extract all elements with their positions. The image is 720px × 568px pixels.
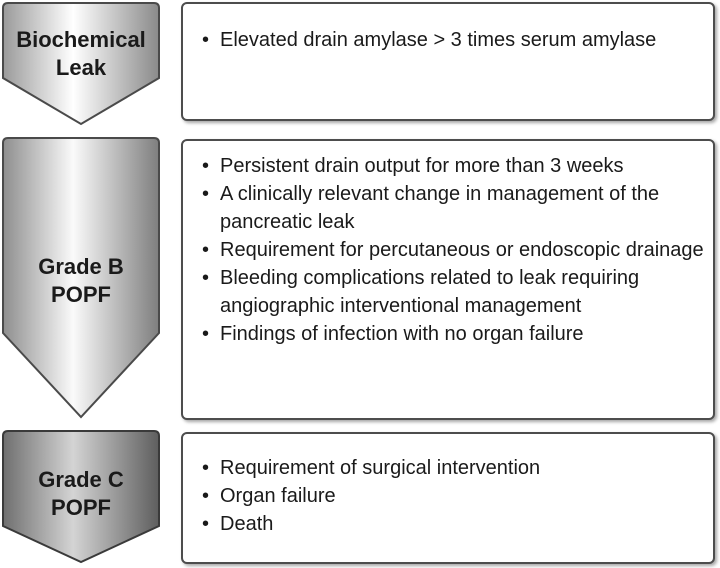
stage-label: Grade C POPF [2, 466, 160, 522]
criteria-panel-grade-c-popf: Requirement of surgical intervention Org… [181, 432, 715, 564]
chevron-shape [2, 2, 160, 126]
stage-label-line2: Leak [55, 55, 107, 80]
criteria-panel-grade-b-popf: Persistent drain output for more than 3 … [181, 139, 715, 420]
criterion-item: Persistent drain output for more than 3 … [183, 152, 713, 180]
criteria-panel-biochemical-leak: Elevated drain amylase > 3 times serum a… [181, 2, 715, 121]
chevron-grade-c-popf: Grade C POPF [2, 430, 160, 564]
criteria-list: Elevated drain amylase > 3 times serum a… [183, 26, 713, 54]
stage-label-line1: Grade B [38, 254, 124, 279]
stage-label-line2: POPF [51, 495, 111, 520]
criterion-item: Organ failure [183, 482, 713, 510]
criterion-item: Findings of infection with no organ fail… [183, 320, 713, 348]
chevron-grade-b-popf: Grade B POPF [1, 137, 160, 419]
criterion-item: Requirement for percutaneous or endoscop… [183, 236, 713, 264]
criteria-list: Persistent drain output for more than 3 … [183, 152, 713, 348]
stage-label: Biochemical Leak [2, 26, 160, 82]
stage-label: Grade B POPF [2, 253, 160, 309]
chevron-biochemical-leak: Biochemical Leak [2, 2, 160, 126]
chevron-shape [1, 137, 160, 419]
stage-label-line1: Biochemical [16, 27, 146, 52]
criterion-item: Requirement of surgical intervention [183, 454, 713, 482]
stage-label-line1: Grade C [38, 467, 124, 492]
chevron-shape [2, 430, 160, 564]
stage-label-line2: POPF [51, 282, 111, 307]
criterion-item: A clinically relevant change in manageme… [183, 180, 713, 236]
criteria-list: Requirement of surgical intervention Org… [183, 454, 713, 538]
criterion-item: Bleeding complications related to leak r… [183, 264, 713, 320]
criterion-item: Death [183, 510, 713, 538]
criterion-item: Elevated drain amylase > 3 times serum a… [183, 26, 713, 54]
